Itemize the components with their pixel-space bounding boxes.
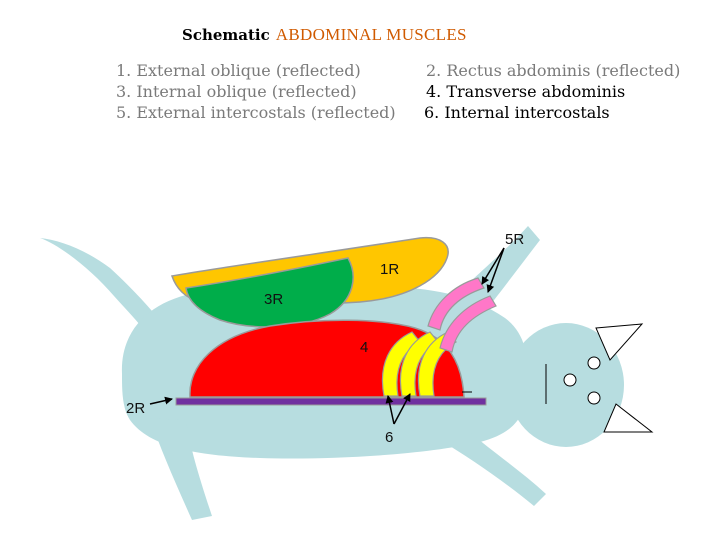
arrow-2R [149,396,173,405]
cat-eye-bottom [587,391,601,405]
cat-ear-top [595,323,644,361]
legend-item-internal-intercostals: 6. Internal intercostals [424,103,610,122]
internal-oblique-muscle [185,257,354,328]
legend-item-external-oblique: 1. External oblique (reflected) [116,61,361,80]
legend-item-internal-oblique: 3. Internal oblique (reflected) [116,82,357,101]
cat-ear-bottom [603,403,654,433]
label-3R: 3R [264,291,283,308]
legend-item-rectus-abdominis: 2. Rectus abdominis (reflected) [426,61,681,80]
cat-eye-top [587,356,601,370]
title-prefix: Schematic [182,26,270,44]
external-intercostal-band [439,295,497,353]
rectus-abdominis-muscle [175,397,487,406]
label-6: 6 [385,429,393,446]
arrow-5R-upper [481,247,505,285]
legend-item-external-intercostals: 5. External intercostals (reflected) [116,103,396,122]
label-1R: 1R [380,261,399,278]
label-4: 4 [360,339,368,356]
external-intercostal-band [427,277,485,331]
label-5R: 5R [505,231,524,248]
cat-front-leg-lower [440,432,546,506]
title: Schematic ABDOMINAL MUSCLES [182,24,467,47]
arrow-6-left [385,395,395,425]
arrow-6-right [393,393,411,425]
arrow-5R-lower [486,247,505,293]
cat-hind-leg [150,418,212,520]
cat-nose [563,373,577,387]
legend-item-transverse-abdominis: 4. Transverse abdominis [426,82,626,101]
external-intercostals-muscle [427,277,497,353]
label-2R: 2R [126,400,145,417]
title-main: ABDOMINAL MUSCLES [275,25,467,44]
